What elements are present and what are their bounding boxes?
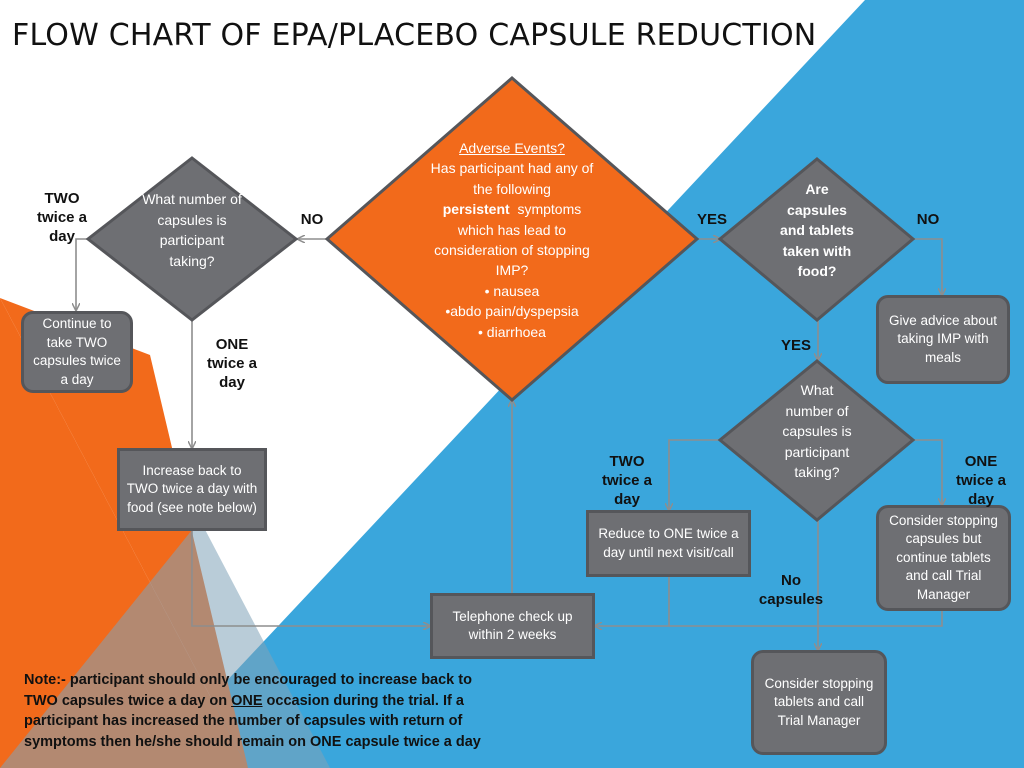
- connector-consider-caps-to-telephone: [669, 610, 943, 627]
- label-yes-mid: YES: [696, 211, 727, 228]
- box-give-advice-text: Give advice about taking IMP with meals: [888, 312, 998, 365]
- diamond-capsules-right: [717, 359, 916, 522]
- box-consider-caps-text: Consider stopping capsules but continue …: [889, 512, 998, 602]
- note-text: Note:- participant should only be encour…: [24, 670, 494, 752]
- label-no-left: NO: [300, 211, 324, 228]
- label-two-left: TWO twice a day: [36, 190, 88, 245]
- connector-increase-to-telephone: [191, 530, 430, 626]
- adverse-persistent: persistent: [442, 201, 510, 218]
- box-telephone: Telephone check up within 2 weeks: [430, 593, 595, 659]
- label-no-capsules: No capsules: [758, 572, 824, 608]
- diamond-capsules-left-text: What number of capsules is participant t…: [142, 191, 242, 269]
- box-consider-caps: Consider stopping capsules but continue …: [876, 505, 1011, 611]
- translucent-blue-triangle: [0, 520, 330, 768]
- note-one: ONE: [231, 692, 263, 709]
- label-two-right: TWO twice a day: [601, 453, 653, 508]
- connector-right-diamond-to-reduce: [669, 439, 720, 510]
- label-one-right: ONE twice a day: [955, 453, 1007, 508]
- adverse-bullet-2: •abdo pain/dyspepsia: [445, 303, 579, 320]
- note-part1: Note:- participant should only be encour…: [24, 672, 472, 709]
- connector-reduce-to-telephone: [595, 576, 670, 626]
- box-give-advice: Give advice about taking IMP with meals: [876, 295, 1010, 384]
- box-increase-back-text: Increase back to TWO twice a day with fo…: [126, 462, 258, 515]
- label-no-right: NO: [916, 211, 940, 228]
- box-reduce-one-text: Reduce to ONE twice a day until next vis…: [598, 526, 739, 560]
- diamond-with-food: [717, 157, 916, 322]
- page-title: FLOW CHART OF EPA/PLACEBO CAPSULE REDUCT…: [12, 18, 817, 53]
- connector-right-diamond-to-consider-caps: [913, 439, 942, 505]
- diamond-with-food-text: Are capsules and tablets taken with food…: [780, 181, 854, 279]
- box-consider-tablets-text: Consider stopping tablets and call Trial…: [764, 675, 874, 728]
- box-telephone-text: Telephone check up within 2 weeks: [452, 608, 573, 643]
- adverse-bullet-3: • diarrhoea: [478, 323, 546, 340]
- adverse-line1: Has participant had any of the following: [430, 160, 594, 197]
- note-part2: occasion during the trial. If a particip…: [24, 692, 481, 750]
- connector-left-diamond-to-continue: [76, 238, 88, 310]
- box-continue-two-text: Continue to take TWO capsules twice a da…: [33, 316, 121, 387]
- adverse-line2-wrap: persistent symptoms which has lead to co…: [428, 199, 596, 281]
- box-increase-back: Increase back to TWO twice a day with fo…: [117, 448, 267, 531]
- adverse-bullet-1: • nausea: [484, 282, 540, 299]
- diamond-adverse-text: Adverse Events? Has participant had any …: [428, 138, 596, 342]
- adverse-line2: symptoms which has lead to consideration…: [434, 201, 590, 279]
- label-one-left: ONE twice a day: [206, 336, 258, 391]
- box-reduce-one: Reduce to ONE twice a day until next vis…: [586, 510, 751, 577]
- box-continue-two: Continue to take TWO capsules twice a da…: [21, 311, 133, 393]
- connector-food-to-advice: [913, 238, 942, 295]
- diamond-adverse-events: [324, 76, 700, 402]
- box-consider-tablets: Consider stopping tablets and call Trial…: [751, 650, 887, 755]
- diamond-capsules-left: [85, 156, 299, 322]
- adverse-heading: Adverse Events?: [459, 140, 565, 156]
- diamond-capsules-right-text: What number of capsules is participant t…: [782, 382, 852, 480]
- label-yes-down: YES: [780, 337, 811, 354]
